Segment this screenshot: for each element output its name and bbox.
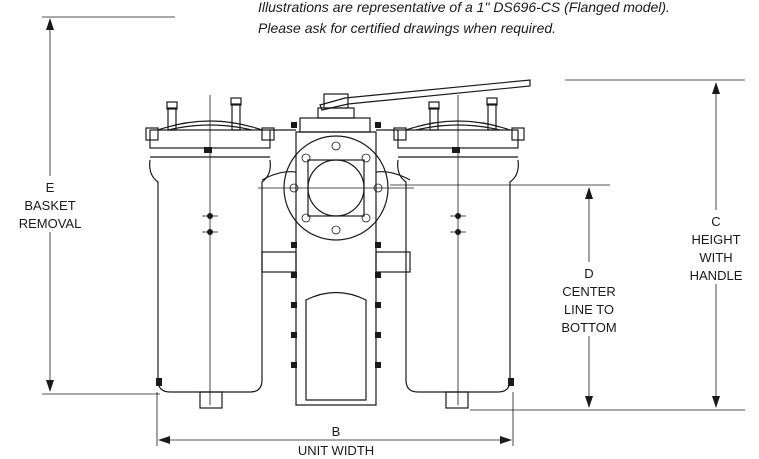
dimension-c: C HEIGHT WITH HANDLE	[565, 79, 745, 411]
dim-c-letter: C	[711, 214, 720, 229]
dimension-d: D CENTER LINE TO BOTTOM	[390, 184, 617, 411]
dim-c-line2: WITH	[699, 250, 732, 265]
center-valve-body	[258, 79, 531, 406]
dim-e-line2: REMOVAL	[19, 216, 82, 231]
dim-e-letter: E	[46, 180, 55, 195]
dim-c-line3: HANDLE	[690, 268, 743, 283]
dimension-b: B UNIT WIDTH	[156, 392, 514, 458]
note-line-2: Please ask for certified drawings when r…	[258, 20, 556, 36]
dim-b-letter: B	[332, 424, 341, 439]
dim-d-line2: LINE TO	[564, 302, 614, 317]
dim-d-line3: BOTTOM	[561, 320, 616, 335]
dimension-e: E BASKET REMOVAL	[19, 16, 175, 395]
dim-e-line1: BASKET	[24, 198, 75, 213]
dim-d-line1: CENTER	[562, 284, 615, 299]
left-basket-housing	[145, 95, 275, 409]
dim-d-letter: D	[584, 266, 593, 281]
right-basket-housing	[393, 95, 525, 409]
dim-c-line1: HEIGHT	[691, 232, 740, 247]
dim-b-line1: UNIT WIDTH	[298, 443, 374, 458]
note-line-1: Illustrations are representative of a 1"…	[258, 0, 670, 15]
